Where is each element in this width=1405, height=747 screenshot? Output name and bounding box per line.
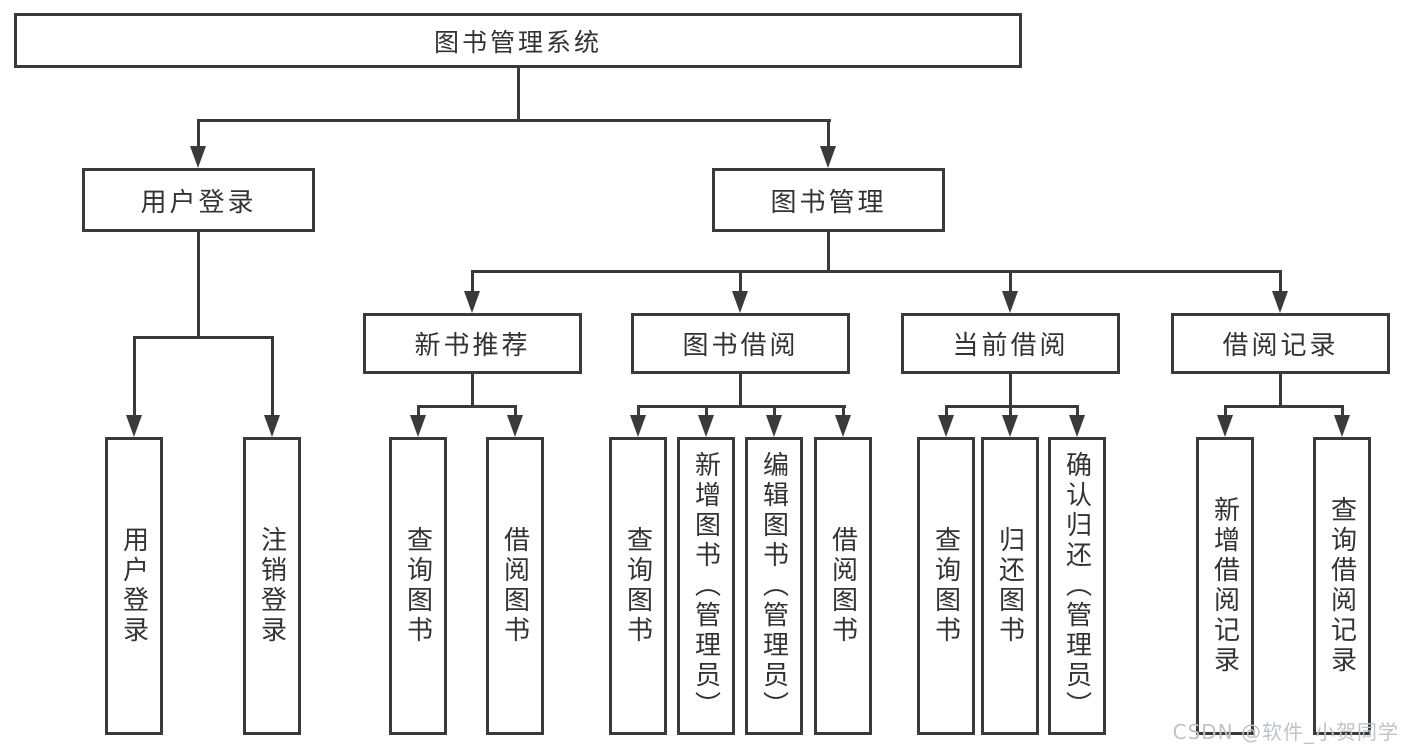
connector-line (471, 270, 1282, 273)
arrowhead-icon (1272, 291, 1288, 313)
arrowhead-icon (190, 146, 206, 168)
connector-line (773, 405, 776, 415)
connector-line (827, 119, 830, 146)
arrowhead-icon (1334, 415, 1350, 437)
connector-line (197, 119, 831, 122)
connector-line (1009, 374, 1012, 405)
leaf-return-books: 归还图书 (981, 437, 1039, 735)
node-book-borrow: 图书借阅 (631, 313, 850, 374)
connector-line (1009, 270, 1012, 291)
leaf-edit-book-admin: 编辑图书（管理员） (745, 437, 803, 735)
connector-line (827, 232, 830, 270)
connector-line (271, 336, 274, 415)
connector-line (739, 374, 742, 405)
arrowhead-icon (820, 146, 836, 168)
connector-line (1279, 270, 1282, 291)
connector-line (1224, 405, 1227, 415)
arrowhead-icon (766, 415, 782, 437)
arrowhead-icon (1069, 415, 1085, 437)
leaf-query-borrow-record: 查询借阅记录 (1313, 437, 1371, 735)
node-borrow-records: 借阅记录 (1171, 313, 1390, 374)
leaf-borrow-books: 借阅图书 (486, 437, 544, 735)
leaf-query-books: 查询图书 (389, 437, 447, 735)
arrowhead-icon (1002, 291, 1018, 313)
connector-line (739, 270, 742, 291)
connector-line (471, 374, 474, 405)
arrowhead-icon (410, 415, 426, 437)
node-root-system: 图书管理系统 (14, 13, 1022, 68)
leaf-borrow-books: 借阅图书 (814, 437, 872, 735)
connector-line (514, 405, 517, 415)
arrowhead-icon (1217, 415, 1233, 437)
arrowhead-icon (126, 415, 142, 437)
leaf-add-borrow-record: 新增借阅记录 (1196, 437, 1254, 735)
arrowhead-icon (630, 415, 646, 437)
leaf-logout: 注销登录 (243, 437, 301, 735)
connector-line (133, 336, 136, 415)
connector-line (1009, 405, 1012, 415)
arrowhead-icon (732, 291, 748, 313)
connector-line (197, 119, 200, 146)
leaf-query-books: 查询图书 (917, 437, 975, 735)
connector-line (197, 232, 200, 336)
connector-line (945, 405, 1079, 408)
node-book-management: 图书管理 (712, 168, 945, 232)
connector-line (417, 405, 517, 408)
leaf-query-books: 查询图书 (609, 437, 667, 735)
connector-line (133, 336, 274, 339)
arrowhead-icon (938, 415, 954, 437)
connector-line (637, 405, 640, 415)
arrowhead-icon (835, 415, 851, 437)
connector-line (1341, 405, 1344, 415)
connector-line (1279, 374, 1282, 405)
arrowhead-icon (1002, 415, 1018, 437)
arrowhead-icon (698, 415, 714, 437)
node-user-login: 用户登录 (82, 168, 315, 232)
arrowhead-icon (464, 291, 480, 313)
node-new-book-recommend: 新书推荐 (363, 313, 582, 374)
connector-line (842, 405, 845, 415)
arrowhead-icon (264, 415, 280, 437)
node-current-borrow: 当前借阅 (901, 313, 1120, 374)
connector-line (517, 68, 520, 119)
leaf-add-book-admin: 新增图书（管理员） (677, 437, 735, 735)
connector-line (1224, 405, 1344, 408)
connector-line (417, 405, 420, 415)
connector-line (1076, 405, 1079, 415)
connector-line (945, 405, 948, 415)
leaf-confirm-return-admin: 确认归还（管理员） (1048, 437, 1106, 735)
arrowhead-icon (507, 415, 523, 437)
csdn-watermark: CSDN @软件_小贺同学 (1172, 720, 1399, 744)
connector-line (471, 270, 474, 291)
connector-line (705, 405, 708, 415)
connector-line (637, 405, 846, 408)
leaf-user-login: 用户登录 (105, 437, 163, 735)
